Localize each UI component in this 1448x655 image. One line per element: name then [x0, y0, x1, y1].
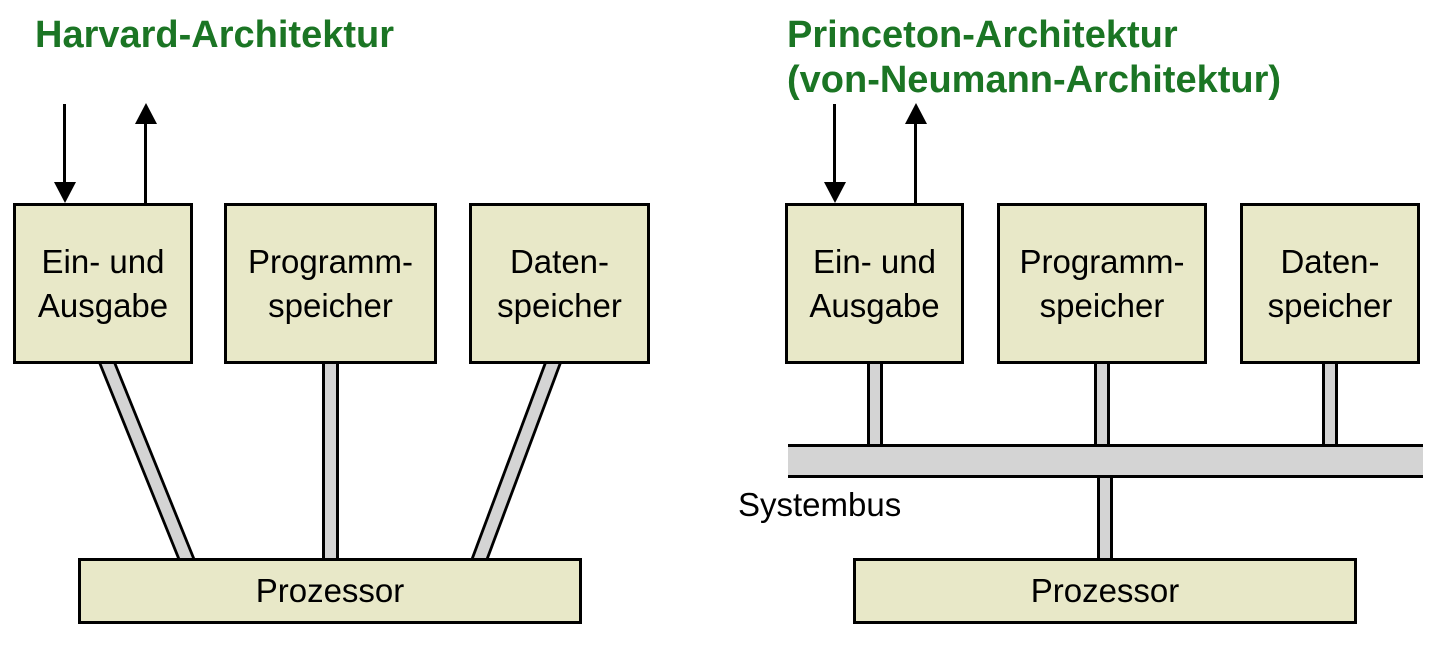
- data-memory-processor-connector: [469, 360, 563, 562]
- princeton-title-line1: Princeton-Architektur: [787, 14, 1178, 56]
- program-memory-processor-connector: [322, 360, 339, 562]
- processor-box: Prozessor: [78, 558, 582, 624]
- io-box-label-line2: Ausgabe: [809, 286, 940, 324]
- io-box-label-line2: Ausgabe: [37, 286, 169, 324]
- input-arrow-line: [833, 104, 836, 186]
- data-memory-label-line2: speicher: [497, 286, 622, 324]
- io-box-label-line1: Ein- und: [41, 242, 165, 280]
- data-memory-box: Daten- speicher: [1240, 203, 1420, 364]
- input-arrow-head: [824, 182, 846, 203]
- input-arrow-head: [54, 182, 76, 203]
- output-arrow-head: [905, 103, 927, 124]
- data-memory-box: Daten- speicher: [469, 203, 650, 364]
- program-memory-box: Programm- speicher: [997, 203, 1207, 364]
- io-box-label-line1: Ein- und: [813, 242, 936, 280]
- io-box: Ein- und Ausgabe: [785, 203, 964, 364]
- harvard-title: Harvard-Architektur: [35, 14, 394, 56]
- io-box: Ein- und Ausgabe: [13, 203, 193, 364]
- data-memory-bus-connector: [1322, 360, 1338, 448]
- data-memory-label-line2: speicher: [1267, 286, 1393, 324]
- input-arrow-line: [63, 104, 66, 186]
- output-arrow-head: [135, 103, 157, 124]
- processor-box: Prozessor: [853, 558, 1357, 624]
- program-memory-label-line1: Programm-: [1019, 242, 1185, 280]
- processor-bus-connector: [1097, 475, 1113, 562]
- princeton-title: Princeton-Architektur (von-Neumann-Archi…: [787, 13, 1281, 103]
- program-memory-label-line2: speicher: [268, 286, 393, 324]
- program-memory-label-line1: Programm-: [247, 242, 414, 280]
- processor-label: Prozessor: [1030, 572, 1180, 609]
- output-arrow-line: [914, 123, 917, 205]
- system-bus: [788, 444, 1423, 478]
- io-bus-connector: [867, 360, 883, 448]
- processor-label: Prozessor: [255, 572, 405, 609]
- program-memory-label-line2: speicher: [1039, 286, 1165, 324]
- output-arrow-line: [144, 123, 147, 205]
- program-memory-box: Programm- speicher: [224, 203, 437, 364]
- io-processor-connector: [97, 360, 197, 562]
- data-memory-label-line1: Daten-: [509, 242, 610, 280]
- princeton-title-line2: (von-Neumann-Architektur): [787, 59, 1282, 101]
- data-memory-label-line1: Daten-: [1280, 242, 1380, 280]
- system-bus-label: Systembus: [738, 486, 902, 523]
- program-memory-bus-connector: [1094, 360, 1110, 448]
